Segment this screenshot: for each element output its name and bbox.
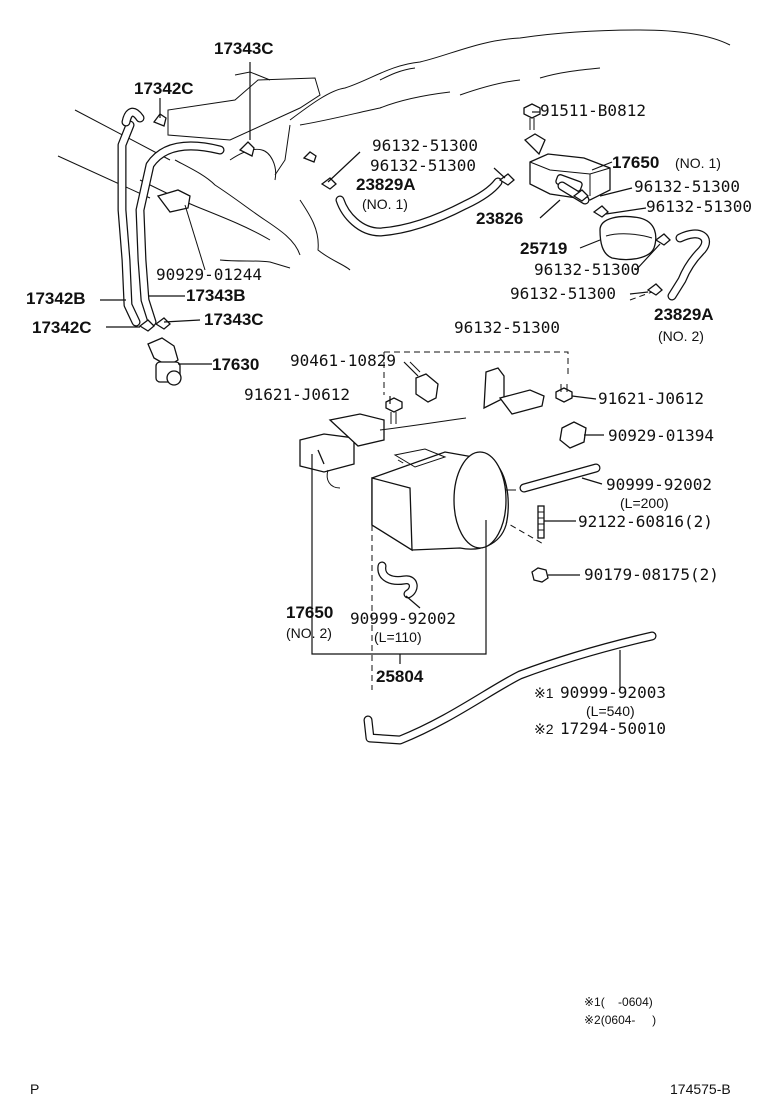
label-96132-d: 96132-51300 bbox=[646, 197, 752, 216]
label-23829a-no1-sub: (NO. 1) bbox=[362, 196, 408, 212]
footer: P 174575-B bbox=[30, 1081, 731, 1097]
clip-17342c-bottom bbox=[138, 319, 155, 332]
label-96132-g: 96132-51300 bbox=[454, 318, 560, 337]
clip-17343c-top bbox=[238, 141, 255, 157]
label-90999-92002-right: 90999-92002 bbox=[606, 475, 712, 494]
label-96132-a: 96132-51300 bbox=[372, 136, 478, 155]
hose-90999-92003 bbox=[363, 631, 657, 745]
label-90999-92003-mark: ※1 bbox=[534, 685, 554, 701]
label-17342c-bottom: 17342C bbox=[32, 318, 92, 337]
label-90999-92002-center-sub: (L=110) bbox=[374, 629, 422, 645]
label-17343c-top: 17343C bbox=[214, 39, 274, 58]
label-90999-92003-sub: (L=540) bbox=[586, 703, 635, 719]
page-marker: P bbox=[30, 1081, 39, 1097]
hose-90999-92002-l200 bbox=[519, 463, 601, 493]
label-23829a-no2: 23829A bbox=[654, 305, 714, 324]
canister-25804 bbox=[371, 448, 516, 552]
label-23826: 23826 bbox=[476, 209, 523, 228]
clips-right bbox=[572, 189, 671, 296]
label-91621-right: 91621-J0612 bbox=[598, 389, 704, 408]
label-23829a-no2-sub: (NO. 2) bbox=[658, 328, 704, 344]
label-17343c-bottom: 17343C bbox=[204, 310, 264, 329]
bracket-right bbox=[483, 367, 545, 415]
vsv-17650-no2 bbox=[299, 413, 467, 489]
label-96132-b: 96132-51300 bbox=[370, 156, 476, 175]
label-92122: 92122-60816(2) bbox=[578, 512, 713, 531]
note-1: ※1( -0604) bbox=[584, 995, 653, 1009]
filter-25719 bbox=[599, 215, 657, 261]
label-17650-no1: 17650 bbox=[612, 153, 659, 172]
label-91621-left: 91621-J0612 bbox=[244, 385, 350, 404]
note-2: ※2(0604- ) bbox=[584, 1013, 656, 1027]
hose-17342b bbox=[117, 120, 141, 327]
label-90461: 90461-10829 bbox=[290, 351, 396, 370]
sensor-17630 bbox=[147, 337, 182, 386]
label-17294-mark: ※2 bbox=[534, 721, 554, 737]
leader-lines bbox=[100, 62, 661, 690]
label-17650-no1-sub: (NO. 1) bbox=[675, 155, 721, 171]
bolt-91621-right bbox=[555, 384, 573, 403]
label-17650-no2: 17650 bbox=[286, 603, 333, 622]
applicability-notes: ※1( -0604) ※2(0604- ) bbox=[584, 995, 656, 1027]
hose-23829a-no1 bbox=[335, 177, 503, 237]
vsv-17650-no1 bbox=[523, 133, 611, 201]
stud-92122 bbox=[537, 505, 545, 539]
label-23829a-no1: 23829A bbox=[356, 175, 416, 194]
label-17342c-top: 17342C bbox=[134, 79, 194, 98]
label-17650-no2-sub: (NO. 2) bbox=[286, 625, 332, 641]
label-90999-92002-center: 90999-92002 bbox=[350, 609, 456, 628]
bracket-90929-01244 bbox=[156, 189, 206, 271]
label-17630: 17630 bbox=[212, 355, 259, 374]
label-25719: 25719 bbox=[520, 239, 567, 258]
label-96132-c: 96132-51300 bbox=[634, 177, 740, 196]
nut-90179 bbox=[531, 567, 549, 583]
bolt-91621-left bbox=[385, 397, 403, 424]
hose-90999-92002-l110 bbox=[377, 561, 418, 599]
label-96132-e: 96132-51300 bbox=[534, 260, 640, 279]
clips-upper-left bbox=[302, 151, 515, 190]
clamp-90461 bbox=[409, 361, 439, 403]
hose-23829a-no2 bbox=[667, 229, 710, 301]
clip-17343c-bottom bbox=[154, 317, 171, 330]
label-90929-01244: 90929-01244 bbox=[156, 265, 262, 284]
label-17294: 17294-50010 bbox=[560, 719, 666, 738]
hose-17343b bbox=[135, 141, 225, 327]
label-90179: 90179-08175(2) bbox=[584, 565, 719, 584]
label-90929-01394: 90929-01394 bbox=[608, 426, 714, 445]
bolt-91511 bbox=[523, 103, 541, 130]
label-17343b: 17343B bbox=[186, 286, 246, 305]
label-90999-92002-right-sub: (L=200) bbox=[620, 495, 669, 511]
label-90999-92003: 90999-92003 bbox=[560, 683, 666, 702]
bracket-90929-01394 bbox=[559, 421, 587, 449]
part-labels: 17343C 17342C 91511-B0812 96132-51300 96… bbox=[26, 39, 752, 738]
label-25804: 25804 bbox=[376, 667, 424, 686]
label-91511: 91511-B0812 bbox=[540, 101, 646, 120]
clip-17342c-top bbox=[152, 113, 167, 127]
label-17342b: 17342B bbox=[26, 289, 86, 308]
diagram-id: 174575-B bbox=[670, 1081, 731, 1097]
label-96132-f: 96132-51300 bbox=[510, 284, 616, 303]
hose-top-left bbox=[121, 107, 145, 127]
